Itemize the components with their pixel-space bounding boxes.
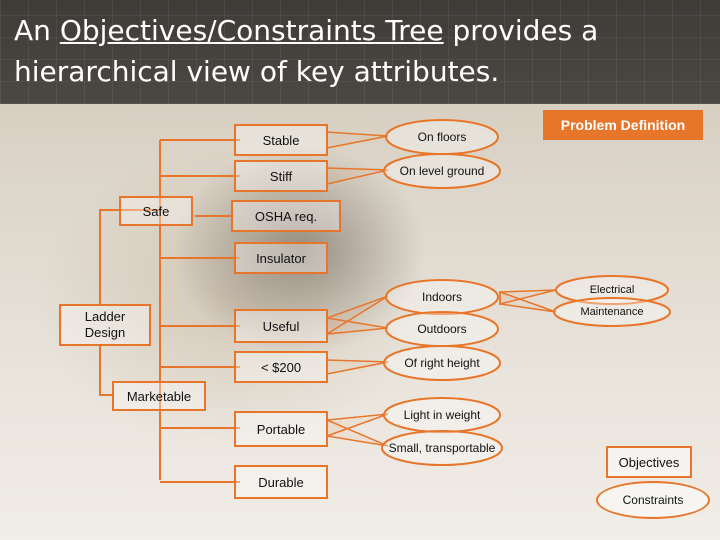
wedge-maintenance xyxy=(499,290,557,313)
objective-price: < $200 xyxy=(260,359,302,375)
oval-right-height xyxy=(383,345,501,381)
box-marketable xyxy=(112,381,206,411)
oval-on-level-ground xyxy=(383,153,501,189)
box-insulator xyxy=(234,242,328,274)
oval-small-transport xyxy=(381,430,503,466)
objective-outdoors: Outdoors xyxy=(417,322,467,336)
objective-portable: Portable xyxy=(256,421,306,437)
title-underlined-text: Objectives/Constraints Tree xyxy=(59,14,444,47)
wedge-small-transport xyxy=(326,418,389,447)
objective-indoors: Indoors xyxy=(421,290,463,304)
box-stiff xyxy=(234,160,328,192)
box-durable xyxy=(234,465,328,499)
constraint-electrical: Electrical xyxy=(589,284,635,296)
wedge-on-level-ground xyxy=(326,167,389,185)
objective-marketable: Marketable xyxy=(126,388,192,404)
constraint-light-in-weight: Light in weight xyxy=(403,408,481,422)
constraint-maintenance: Maintenance xyxy=(580,306,644,318)
box-root xyxy=(59,304,151,346)
objective-useful: Useful xyxy=(262,318,300,334)
objective-osha: OSHA req. xyxy=(254,208,318,224)
legend-objectives: Objectives xyxy=(606,446,692,478)
title-text-start: An xyxy=(14,14,60,47)
objective-safe: Safe xyxy=(142,203,170,219)
problem-definition-badge: Problem Definition xyxy=(543,110,703,140)
oval-maintenance xyxy=(553,297,671,327)
wedge-right-height xyxy=(326,359,389,375)
objective-stiff: Stiff xyxy=(269,168,293,184)
title-text-end: provides a hierarchical view of key attr… xyxy=(14,14,599,88)
constraint-of-right-height: Of right height xyxy=(404,356,480,370)
box-osha xyxy=(231,200,341,232)
constraint-small-transportable: Small, transportable xyxy=(388,441,496,455)
constraint-on-level-ground: On level ground xyxy=(399,164,485,178)
objective-insulator: Insulator xyxy=(256,250,306,266)
title-bar: An Objectives/Constraints Tree provides … xyxy=(0,0,720,104)
root-node: Ladder Design xyxy=(60,305,150,345)
constraint-on-floors: On floors xyxy=(417,130,467,144)
objective-durable: Durable xyxy=(258,474,304,490)
wedge-on-floors xyxy=(326,131,389,149)
connector-root-marketable xyxy=(99,345,113,396)
oval-indoors xyxy=(385,279,499,315)
objective-stable: Stable xyxy=(262,132,300,148)
wedge-outdoors xyxy=(326,317,389,335)
oval-electrical xyxy=(555,275,669,305)
slide-title: An Objectives/Constraints Tree provides … xyxy=(14,10,704,92)
legend-constraints: Constraints xyxy=(596,481,710,519)
root-label: Ladder Design xyxy=(84,309,126,340)
box-safe xyxy=(119,196,193,226)
